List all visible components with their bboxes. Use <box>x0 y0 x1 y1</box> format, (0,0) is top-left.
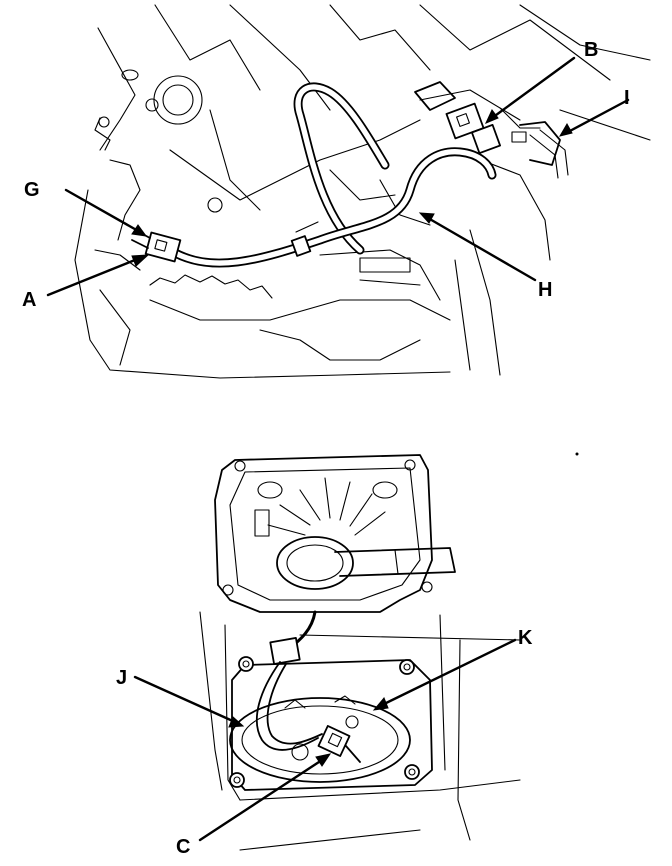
floor-panel <box>199 611 521 851</box>
connector-i <box>511 121 569 179</box>
connector-c <box>317 725 361 763</box>
engine-outline <box>74 4 651 379</box>
callout-a: A <box>22 289 36 311</box>
coolant-hose <box>293 82 390 255</box>
fuel-pump-view <box>133 452 579 851</box>
callout-labels: B I G A H K J C <box>22 39 630 858</box>
connector-b <box>414 81 541 154</box>
callout-g: G <box>24 179 40 201</box>
pump-mount-ring <box>229 656 433 791</box>
leaders-top <box>46 56 630 297</box>
callout-j: J <box>116 667 127 689</box>
callout-i: I <box>624 87 630 109</box>
callout-h: H <box>538 279 552 301</box>
leaders-bottom <box>133 638 517 842</box>
callout-k: K <box>518 627 533 649</box>
callout-c: C <box>176 836 190 858</box>
pump-wire <box>255 610 323 751</box>
speck <box>575 452 579 456</box>
engine-bay-view <box>46 4 651 379</box>
harness-h <box>165 147 497 268</box>
callout-b: B <box>584 39 598 61</box>
access-cover <box>214 454 456 613</box>
